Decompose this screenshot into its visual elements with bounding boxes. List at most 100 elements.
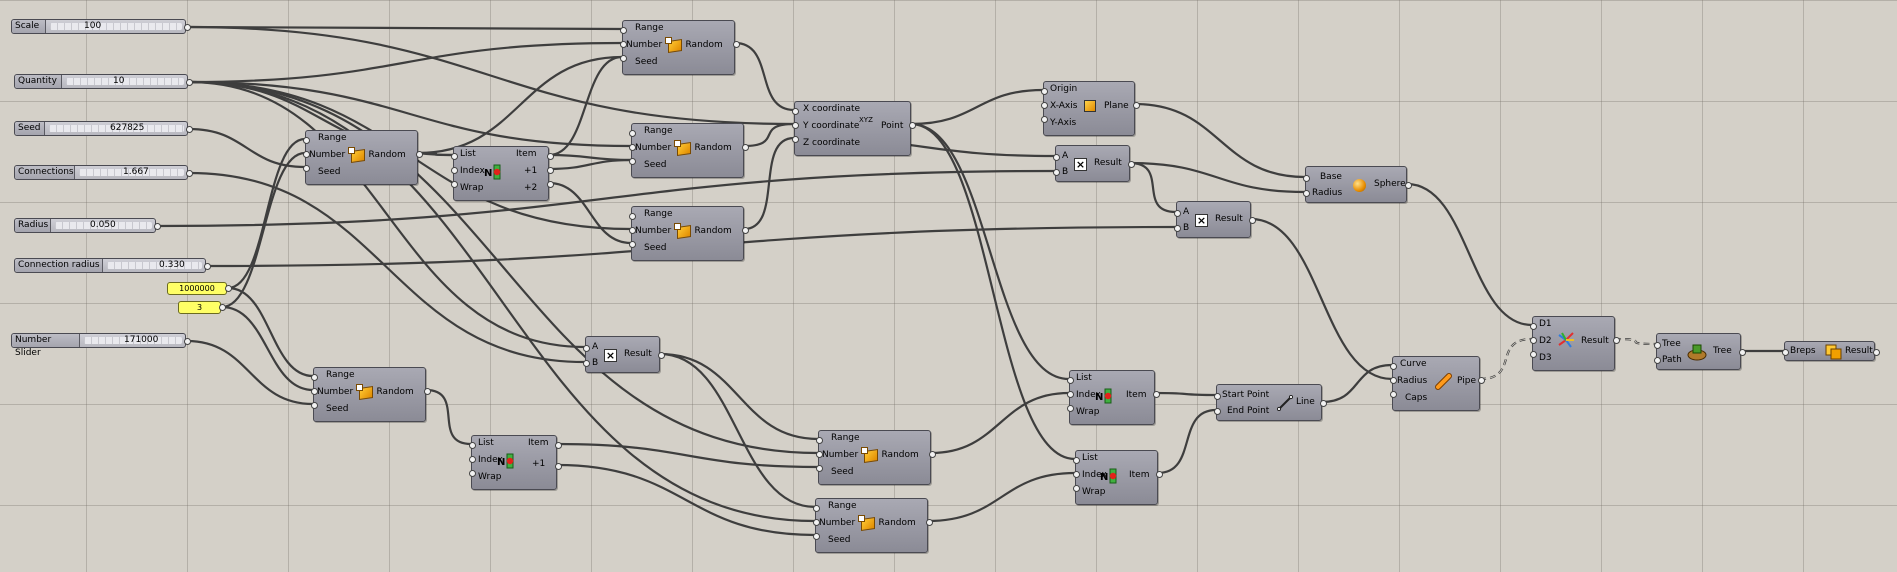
port-grip[interactable] xyxy=(813,519,820,526)
port-grip[interactable] xyxy=(813,533,820,540)
slider-track[interactable] xyxy=(84,337,182,344)
port-grip[interactable] xyxy=(926,519,933,526)
slider-track[interactable] xyxy=(107,262,202,269)
port-grip[interactable] xyxy=(1613,337,1620,344)
port-grip[interactable] xyxy=(1654,357,1661,364)
port-grip[interactable] xyxy=(311,388,318,395)
port-grip[interactable] xyxy=(816,465,823,472)
port-grip[interactable] xyxy=(792,122,799,129)
port-grip[interactable] xyxy=(1174,210,1181,217)
port-grip[interactable] xyxy=(424,388,431,395)
port-grip[interactable] xyxy=(219,304,226,311)
port-grip[interactable] xyxy=(1530,351,1537,358)
port-grip[interactable] xyxy=(311,402,318,409)
port-grip[interactable] xyxy=(186,126,193,133)
port-grip[interactable] xyxy=(1133,102,1140,109)
port-grip[interactable] xyxy=(629,158,636,165)
slider-connection-radius[interactable]: Connection radius 0.330 xyxy=(14,258,206,273)
port-grip[interactable] xyxy=(1041,116,1048,123)
port-grip[interactable] xyxy=(792,108,799,115)
port-grip[interactable] xyxy=(1073,485,1080,492)
slider-connections[interactable]: Connections 1.667 xyxy=(14,165,188,180)
slider-track[interactable] xyxy=(79,169,184,176)
port-grip[interactable] xyxy=(1067,405,1074,412)
port-grip[interactable] xyxy=(1128,161,1135,168)
port-grip[interactable] xyxy=(1390,391,1397,398)
port-grip[interactable] xyxy=(1320,400,1327,407)
port-grip[interactable] xyxy=(792,136,799,143)
port-grip[interactable] xyxy=(1654,342,1661,349)
port-grip[interactable] xyxy=(555,463,562,470)
port-grip[interactable] xyxy=(583,360,590,367)
panel-3[interactable]: 3 xyxy=(178,301,221,314)
port-grip[interactable] xyxy=(1390,377,1397,384)
port-grip[interactable] xyxy=(303,151,310,158)
port-grip[interactable] xyxy=(813,505,820,512)
port-grip[interactable] xyxy=(547,181,554,188)
slider-seed[interactable]: Seed 627825 xyxy=(14,121,188,136)
port-grip[interactable] xyxy=(909,122,916,129)
port-grip[interactable] xyxy=(929,451,936,458)
port-grip[interactable] xyxy=(1041,102,1048,109)
port-grip[interactable] xyxy=(658,352,665,359)
port-grip[interactable] xyxy=(816,451,823,458)
port-grip[interactable] xyxy=(629,213,636,220)
port-grip[interactable] xyxy=(1041,88,1048,95)
port-grip[interactable] xyxy=(629,227,636,234)
port-grip[interactable] xyxy=(1249,217,1256,224)
port-grip[interactable] xyxy=(620,41,627,48)
port-grip[interactable] xyxy=(1530,337,1537,344)
panel-1000000[interactable]: 1000000 xyxy=(167,282,227,295)
port-grip[interactable] xyxy=(303,165,310,172)
port-grip[interactable] xyxy=(184,24,191,31)
port-grip[interactable] xyxy=(1153,391,1160,398)
port-grip[interactable] xyxy=(555,442,562,449)
port-grip[interactable] xyxy=(225,285,232,292)
port-grip[interactable] xyxy=(451,153,458,160)
port-grip[interactable] xyxy=(733,41,740,48)
port-grip[interactable] xyxy=(311,374,318,381)
port-grip[interactable] xyxy=(629,144,636,151)
port-grip[interactable] xyxy=(816,437,823,444)
port-grip[interactable] xyxy=(1478,377,1485,384)
port-grip[interactable] xyxy=(469,456,476,463)
port-grip[interactable] xyxy=(1067,391,1074,398)
slider-track[interactable] xyxy=(49,125,184,132)
port-grip[interactable] xyxy=(469,470,476,477)
port-grip[interactable] xyxy=(1073,471,1080,478)
slider-number-slider[interactable]: Number Slider 171000 xyxy=(11,333,186,358)
port-grip[interactable] xyxy=(1156,471,1163,478)
port-grip[interactable] xyxy=(204,263,211,270)
port-grip[interactable] xyxy=(416,151,423,158)
slider-scale[interactable]: Scale 100 xyxy=(11,19,186,34)
port-grip[interactable] xyxy=(154,223,161,230)
port-grip[interactable] xyxy=(1782,349,1789,356)
port-grip[interactable] xyxy=(186,79,193,86)
port-grip[interactable] xyxy=(547,153,554,160)
slider-radius[interactable]: Radius 0.050 xyxy=(14,218,156,233)
port-grip[interactable] xyxy=(1873,349,1880,356)
port-grip[interactable] xyxy=(629,130,636,137)
port-grip[interactable] xyxy=(742,144,749,151)
port-grip[interactable] xyxy=(1303,190,1310,197)
slider-track[interactable] xyxy=(50,23,182,30)
port-grip[interactable] xyxy=(629,241,636,248)
